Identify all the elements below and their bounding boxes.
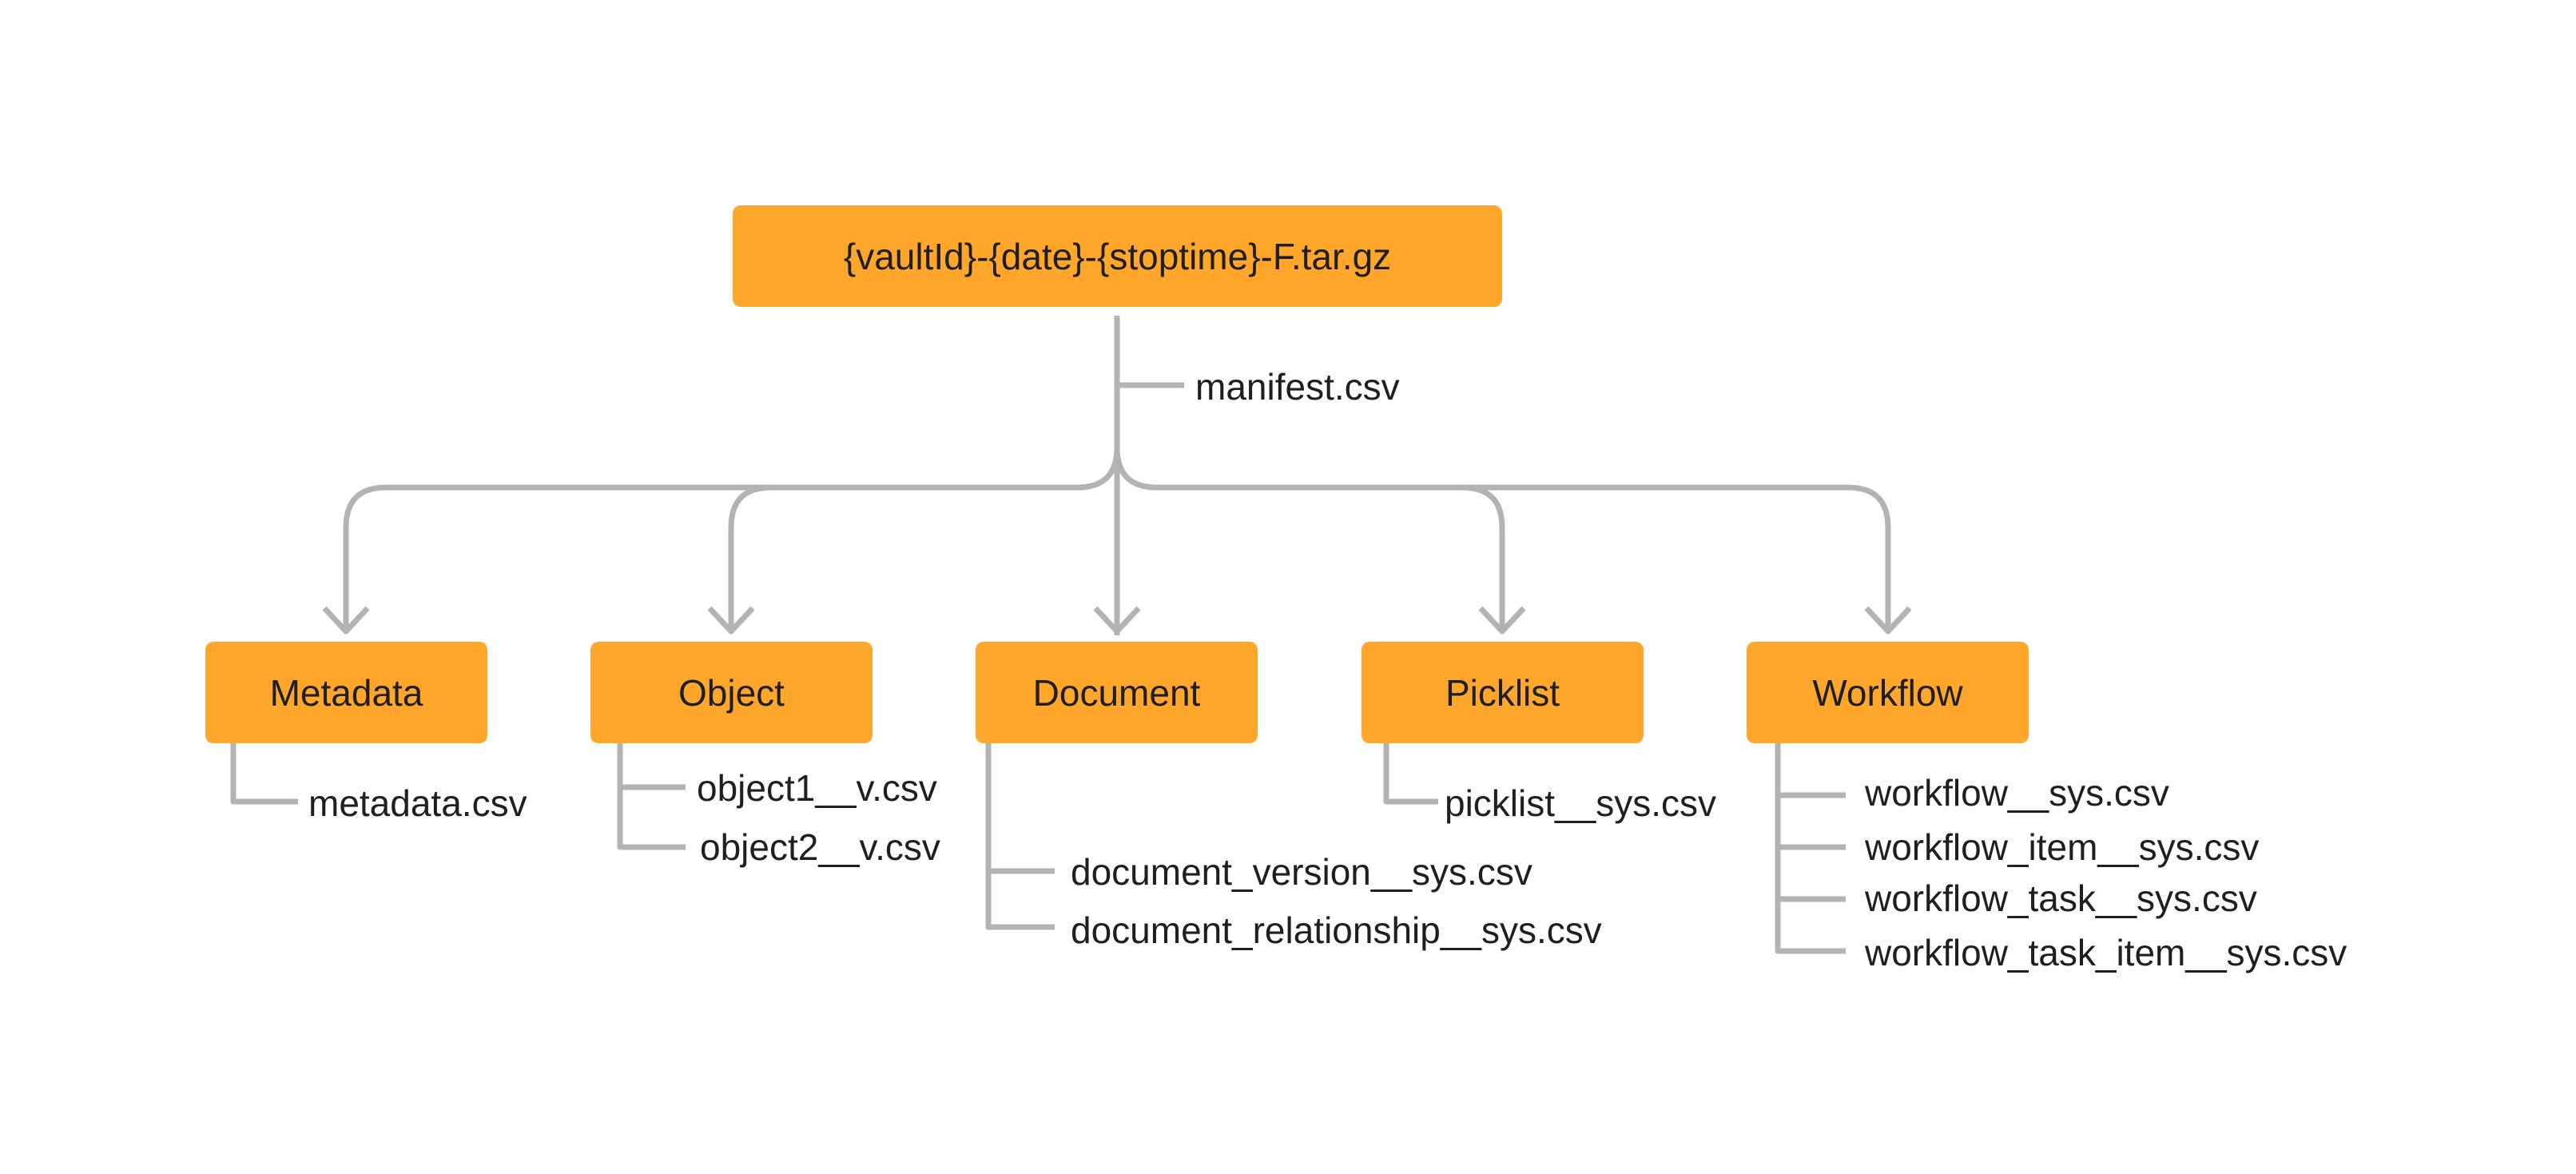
file-label-workflow-3: workflow_task__sys.csv bbox=[1865, 878, 2257, 919]
category-label-metadata: Metadata bbox=[269, 671, 423, 714]
arrowhead-picklist bbox=[1478, 606, 1526, 635]
branch-to-object bbox=[728, 484, 772, 631]
category-node-workflow: Workflow bbox=[1747, 642, 2029, 743]
category-node-document: Document bbox=[976, 642, 1258, 743]
branch-to-metadata bbox=[343, 447, 1120, 631]
file-label-workflow-4: workflow_task_item__sys.csv bbox=[1865, 932, 2347, 973]
file-label-object-1: object1__v.csv bbox=[697, 767, 937, 809]
category-label-document: Document bbox=[1032, 671, 1201, 714]
category-node-object: Object bbox=[590, 642, 873, 743]
arrowhead-workflow bbox=[1864, 606, 1912, 635]
category-label-picklist: Picklist bbox=[1445, 671, 1560, 714]
document-file-connector bbox=[985, 743, 1055, 930]
metadata-file-connector bbox=[230, 743, 298, 805]
arrowhead-object bbox=[707, 606, 755, 635]
file-label-document-1: document_version__sys.csv bbox=[1071, 851, 1532, 893]
category-node-metadata: Metadata bbox=[205, 642, 487, 743]
object-file-connector bbox=[617, 743, 686, 850]
category-node-picklist: Picklist bbox=[1362, 642, 1644, 743]
category-label-workflow: Workflow bbox=[1812, 671, 1963, 714]
file-label-document-2: document_relationship__sys.csv bbox=[1071, 909, 1602, 951]
branch-to-picklist bbox=[1461, 484, 1505, 631]
manifest-file-label: manifest.csv bbox=[1195, 366, 1400, 408]
root-archive-node: {vaultId}-{date}-{stoptime}-F.tar.gz bbox=[733, 205, 1502, 307]
file-label-picklist-1: picklist__sys.csv bbox=[1445, 782, 1716, 824]
file-label-workflow-2: workflow_item__sys.csv bbox=[1865, 826, 2260, 868]
branch-to-workflow bbox=[1114, 447, 1891, 631]
file-label-object-2: object2__v.csv bbox=[700, 826, 940, 868]
workflow-file-connector bbox=[1775, 743, 1846, 954]
root-archive-label: {vaultId}-{date}-{stoptime}-F.tar.gz bbox=[843, 235, 1392, 277]
picklist-file-connector bbox=[1383, 743, 1438, 805]
arrowhead-metadata bbox=[322, 606, 370, 635]
arrowhead-document bbox=[1093, 606, 1141, 635]
file-label-workflow-1: workflow__sys.csv bbox=[1865, 772, 2169, 814]
category-label-object: Object bbox=[678, 671, 785, 714]
file-label-metadata-1: metadata.csv bbox=[308, 782, 527, 824]
